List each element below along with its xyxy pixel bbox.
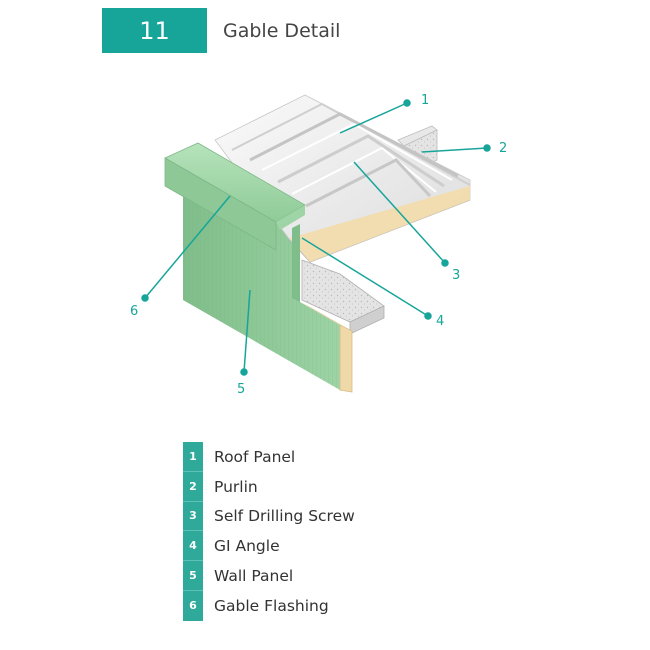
parts-legend: 1 Roof Panel 2 Purlin 3 Self Drilling Sc… xyxy=(183,442,403,621)
legend-item-self-drilling-screw: 3 Self Drilling Screw xyxy=(183,501,403,532)
callout-2: 2 xyxy=(499,141,507,156)
legend-label: Purlin xyxy=(214,477,258,496)
legend-number: 6 xyxy=(183,590,203,621)
legend-label: Self Drilling Screw xyxy=(214,507,355,526)
page-title: Gable Detail xyxy=(223,20,341,42)
section-number-badge: 11 xyxy=(102,8,207,53)
gable-flashing-shape xyxy=(164,142,306,302)
gi-angle-shape xyxy=(301,259,385,335)
section-number: 11 xyxy=(139,16,170,45)
callout-3: 3 xyxy=(452,268,460,283)
callout-1: 1 xyxy=(421,93,429,108)
wall-panel-shape xyxy=(183,190,353,393)
legend-item-gable-flashing: 6 Gable Flashing xyxy=(183,590,403,621)
legend-item-wall-panel: 5 Wall Panel xyxy=(183,561,403,591)
callout-6: 6 xyxy=(130,304,138,319)
legend-number: 2 xyxy=(183,471,203,502)
legend-label: Roof Panel xyxy=(214,447,296,466)
callout-4: 4 xyxy=(436,314,444,329)
legend-label: Gable Flashing xyxy=(214,596,329,615)
callout-leaders xyxy=(141,99,491,376)
legend-number: 5 xyxy=(183,561,203,591)
legend-number: 3 xyxy=(183,501,203,532)
legend-item-purlin: 2 Purlin xyxy=(183,471,403,502)
legend-number: 4 xyxy=(183,531,203,562)
legend-label: GI Angle xyxy=(214,537,280,556)
callout-5: 5 xyxy=(237,382,245,397)
legend-item-roof-panel: 1 Roof Panel xyxy=(183,442,403,472)
legend-item-gi-angle: 4 GI Angle xyxy=(183,531,403,562)
legend-number: 1 xyxy=(183,442,203,472)
legend-label: Wall Panel xyxy=(214,567,294,586)
